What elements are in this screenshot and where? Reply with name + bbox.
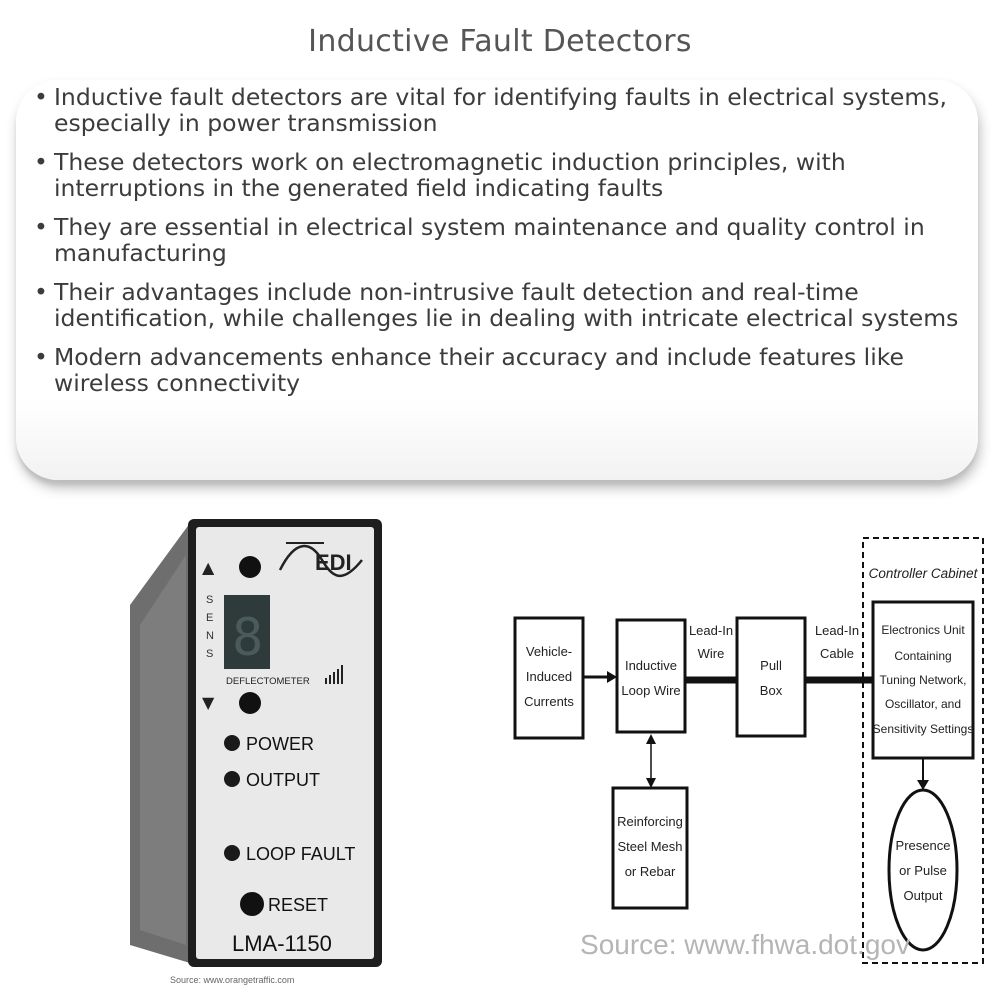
diagram-source: Source: www.fhwa.dot.gov: [580, 929, 910, 960]
device-side-shade: [140, 555, 186, 945]
arrow-head-icon: [917, 780, 929, 790]
bullet-item: •These detectors work on electromagnetic…: [34, 148, 846, 202]
steel-box-line: Steel Mesh: [617, 839, 682, 854]
steel-box-line: or Rebar: [625, 864, 676, 879]
vehicle-box-line: Vehicle-: [526, 644, 572, 659]
bullet-text: These detectors work on electromagnetic …: [54, 148, 846, 202]
detector-device-image: EDI ▲ S E N S 8 DEFLECTOMETER ▼ POWER OU…: [130, 519, 382, 967]
bullet-list: •Inductive fault detectors are vital for…: [32, 84, 967, 409]
reset-label: RESET: [268, 895, 328, 915]
loop-box-line: Loop Wire: [621, 683, 680, 698]
electronics-box-line: Sensitivity Settings: [873, 722, 974, 736]
lead-in-cable-label: Cable: [820, 646, 854, 661]
electronics-unit-box: [871, 600, 975, 760]
loop-box-line: Inductive: [625, 658, 677, 673]
electronics-box-line: Oscillator, and: [885, 697, 961, 711]
bullet-card: [16, 80, 978, 480]
steel-mesh-box: [611, 786, 689, 910]
loop-wire-box: [615, 618, 687, 734]
output-circle-line: Presence: [896, 838, 951, 853]
seven-segment-display: [224, 595, 270, 669]
output-circle-line: or Pulse: [899, 863, 947, 878]
power-led: [224, 735, 240, 751]
arrow-head-icon: [607, 671, 617, 683]
bullet-item: •Modern advancements enhance their accur…: [34, 343, 904, 397]
output-circle-line: Output: [903, 888, 942, 903]
model-label: LMA-1150: [232, 931, 332, 956]
brand-text: EDI: [315, 550, 352, 575]
bullet-text: Modern advancements enhance their accura…: [54, 343, 904, 397]
electronics-box-line: Electronics Unit: [881, 623, 965, 637]
bullet-item: •Inductive fault detectors are vital for…: [34, 83, 947, 137]
output-label: OUTPUT: [246, 770, 320, 790]
bullet-item: •They are essential in electrical system…: [34, 213, 925, 267]
deflectometer-label: DEFLECTOMETER: [226, 676, 310, 687]
edi-logo-wave: [278, 544, 363, 578]
lead-in-wire-label: Lead-In: [689, 623, 733, 638]
page-title: Inductive Fault Detectors: [308, 24, 692, 59]
pull-box: [735, 616, 807, 738]
electronics-box-line: Containing: [894, 649, 951, 663]
vehicle-currents-box: [513, 616, 585, 740]
display-digit: 8: [232, 608, 263, 668]
cabinet-label: Controller Cabinet: [869, 566, 979, 581]
image-source-left: Source: www.orangetraffic.com: [170, 975, 295, 985]
vehicle-box-line: Induced: [526, 669, 572, 684]
electronics-box-line: Tuning Network,: [880, 673, 967, 687]
output-circle: [887, 788, 959, 952]
vehicle-box-line: Currents: [524, 694, 574, 709]
arrow-up-icon: ▲: [202, 558, 215, 577]
loop-fault-label: LOOP FAULT: [246, 844, 355, 864]
signal-bars-icon: [325, 665, 343, 684]
bullet-text: Inductive fault detectors are vital for …: [54, 83, 947, 137]
bullet-text: Their advantages include non-intrusive f…: [54, 278, 959, 332]
bullet-text: They are essential in electrical system …: [54, 213, 925, 267]
power-label: POWER: [246, 734, 314, 754]
steel-box-line: Reinforcing: [617, 814, 683, 829]
sens-down-knob: [239, 692, 261, 714]
output-led: [224, 771, 240, 787]
arrow-down-icon: ▼: [202, 693, 215, 712]
controller-cabinet-border: [862, 537, 984, 964]
loop-fault-led: [224, 845, 240, 861]
inductive-loop-diagram: Controller Cabinet Vehicle- Induced Curr…: [513, 537, 984, 964]
lead-in-cable-label: Lead-In: [815, 623, 859, 638]
arrow-head-icon: [646, 778, 656, 788]
pull-box-line: Pull: [760, 658, 782, 673]
reset-button: [240, 892, 264, 916]
lead-in-wire-label: Wire: [698, 646, 725, 661]
pull-box-line: Box: [760, 683, 783, 698]
sens-label: S E N S: [206, 594, 217, 660]
sens-up-knob: [239, 556, 261, 578]
arrow-head-icon: [646, 734, 656, 744]
bullet-item: •Their advantages include non-intrusive …: [34, 278, 959, 332]
